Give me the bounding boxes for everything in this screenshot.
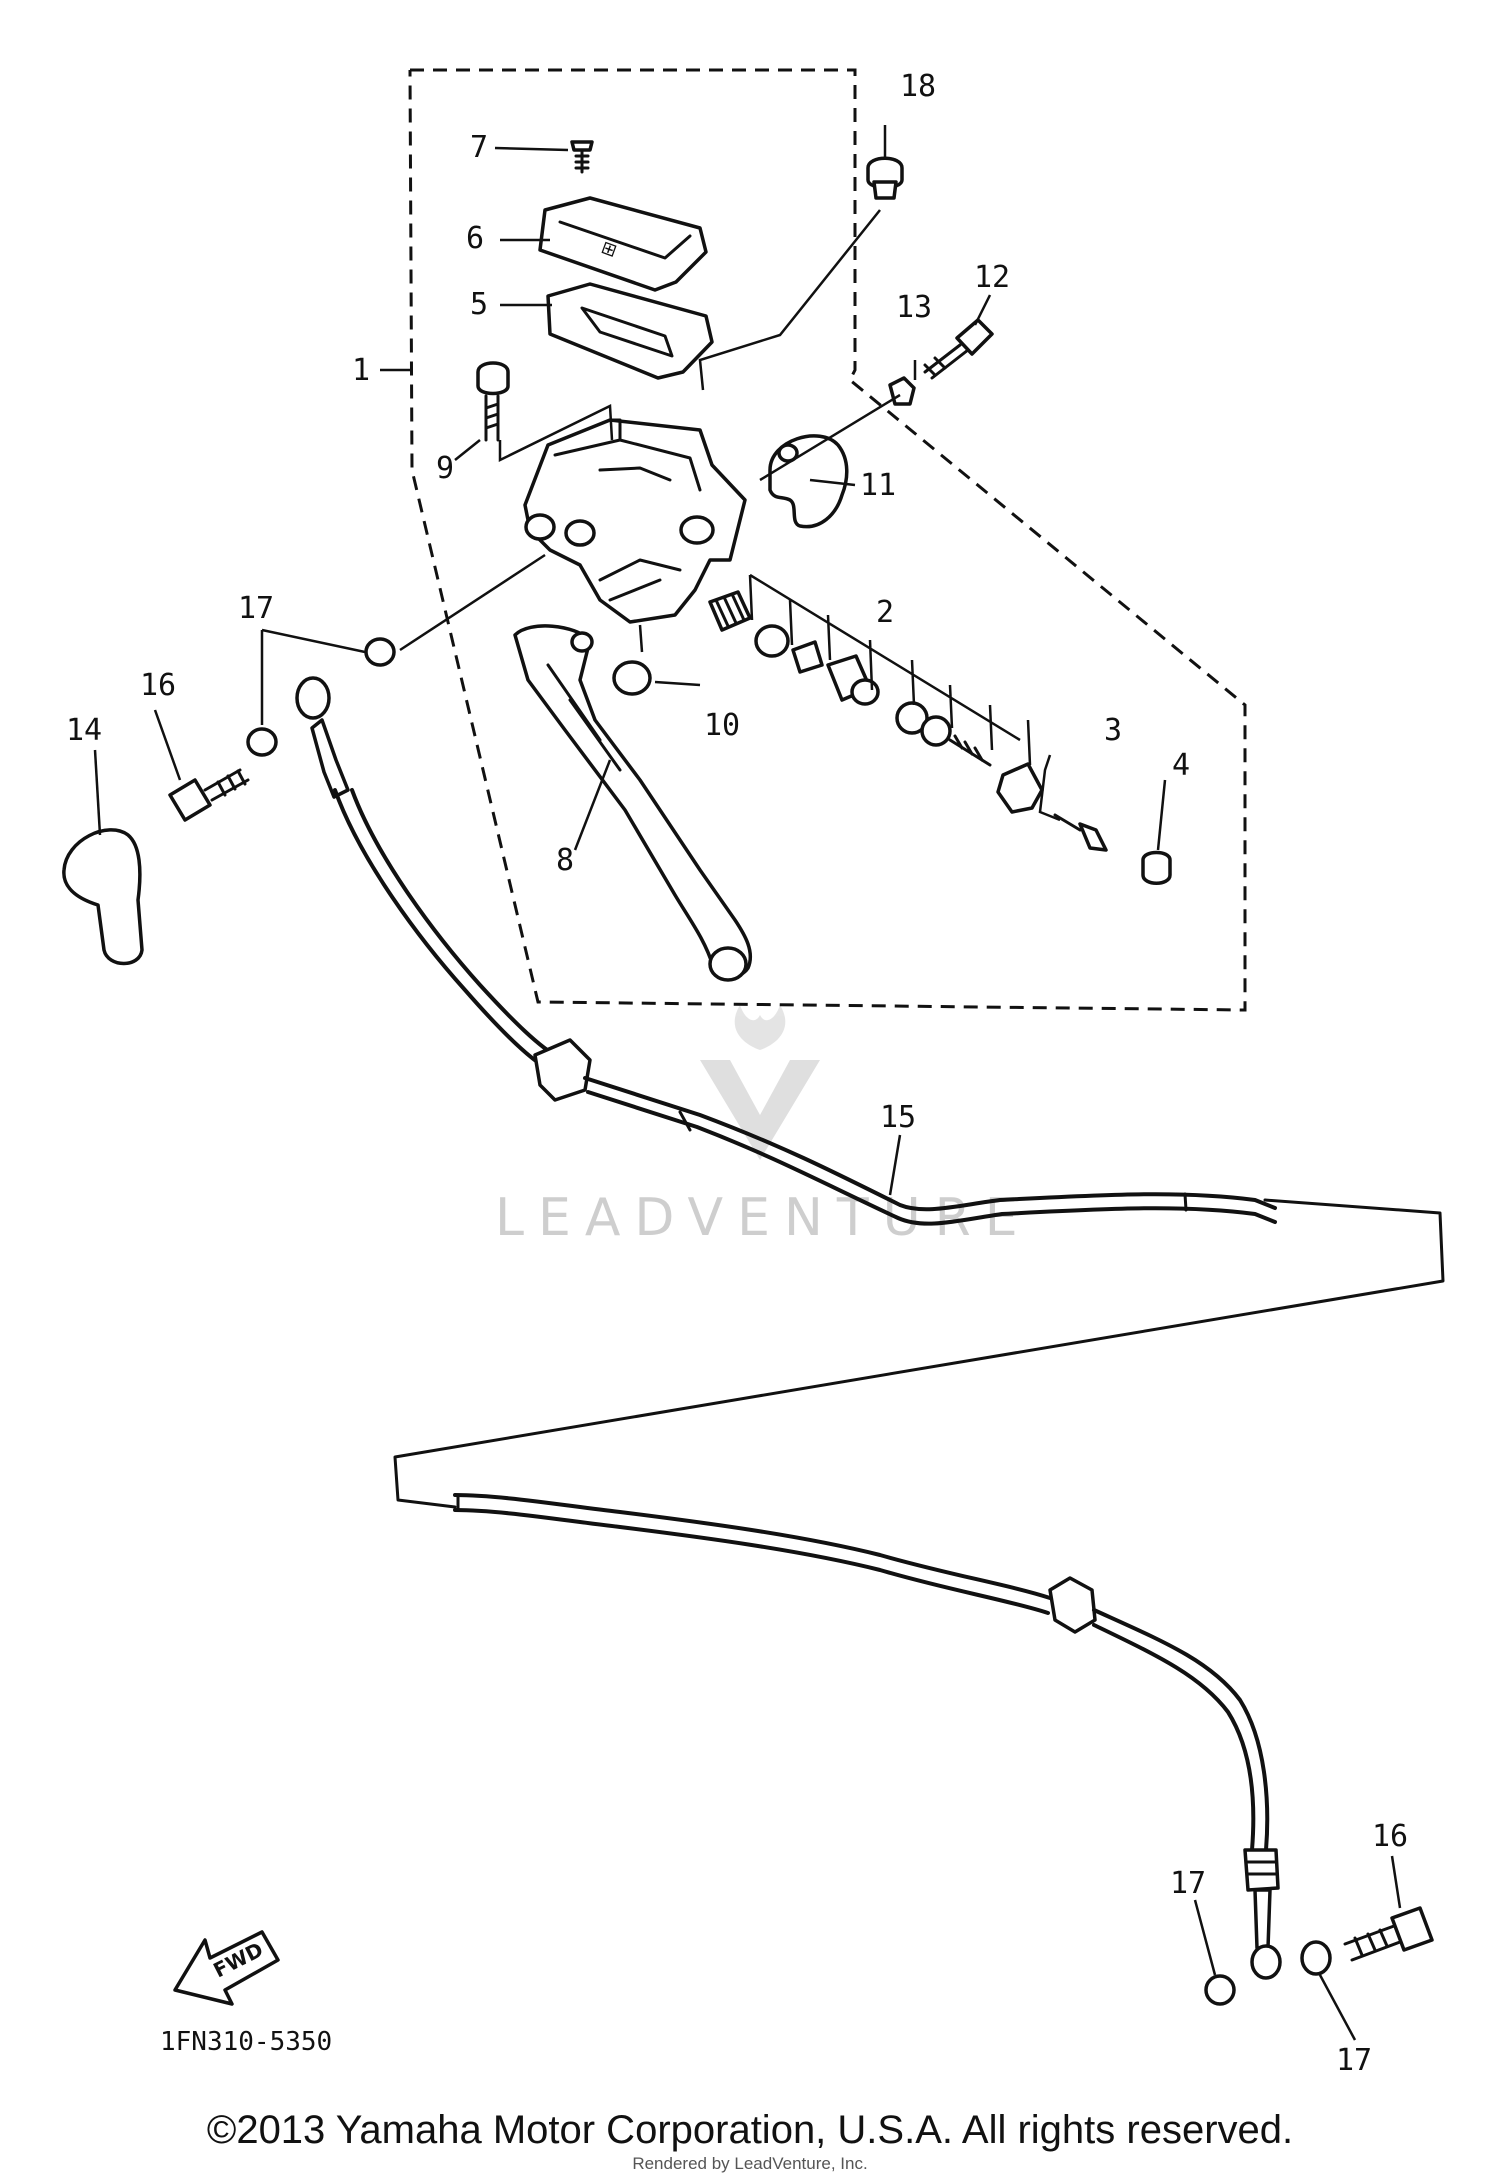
callout-10: 10 [704,708,740,743]
drawing-code: 1FN310-5350 [160,2027,332,2057]
piston-kit [708,590,1044,814]
master-cylinder-body [523,418,747,624]
rubber-boot [62,828,144,966]
union-bolt-upper [168,768,250,822]
clutch-hose-lower [453,1493,1282,1980]
watermark-logo-icon [700,1060,820,1160]
union-washer-lower-left [1204,1974,1236,2006]
reservoir-cap: ⊞ [538,196,708,292]
callout-17-lower-left: 17 [1170,1866,1206,1901]
callout-3: 3 [1104,713,1122,748]
clutch-hose-upper [295,676,1277,1226]
watermark: LEADVENTURE [495,1005,1032,1248]
callout-16-lower: 16 [1372,1819,1408,1854]
callout-4: 4 [1172,748,1190,783]
union-bolt-lower [1343,1906,1434,1962]
callout-18: 18 [900,69,936,104]
callout-12: 12 [974,260,1010,295]
handlebar-clamp [768,434,849,529]
hose-break-upper [393,1198,1445,1509]
bleed-screw [1053,813,1108,852]
piston-kit-leader [748,573,1032,766]
callout-5: 5 [470,287,488,322]
svg-text:⊞: ⊞ [598,237,619,262]
callout-8: 8 [556,843,574,878]
callout-14: 14 [66,713,102,748]
rendered-by-notice: Rendered by LeadVenture, Inc. [632,2154,868,2173]
callout-17-lower-right: 17 [1336,2043,1372,2078]
bleed-cap [1141,850,1172,885]
callout-15: 15 [880,1100,916,1135]
reservoir-plug [866,156,904,200]
clutch-lever [513,624,753,982]
callout-16-upper: 16 [140,668,176,703]
callout-2: 2 [876,595,894,630]
lever-bushing [612,660,652,696]
cap-screw [570,140,594,174]
forward-direction-arrow: FWD [173,1930,280,2006]
leader-lines [93,125,1402,2041]
union-washer-upper [364,637,396,667]
copyright-notice: ©2013 Yamaha Motor Corporation, U.S.A. A… [206,2108,1294,2152]
watermark-text: LEADVENTURE [495,1188,1032,1248]
pivot-bolt [476,361,510,442]
callout-1: 1 [352,353,370,388]
callout-6: 6 [466,221,484,256]
clamp-bolt [923,318,994,380]
diaphragm [546,282,714,380]
callout-17-upper: 17 [238,591,274,626]
callout-9: 9 [436,451,454,486]
callout-7: 7 [470,130,488,165]
master-cylinder-assembly-boundary [408,68,1247,1012]
union-washer-lower-right [1300,1940,1332,1976]
callout-labels: 1 2 3 4 5 6 7 8 9 10 11 12 13 14 15 16 1… [66,69,1408,2078]
union-washer-left [246,727,278,757]
callout-13: 13 [896,290,932,325]
callout-11: 11 [860,468,896,503]
